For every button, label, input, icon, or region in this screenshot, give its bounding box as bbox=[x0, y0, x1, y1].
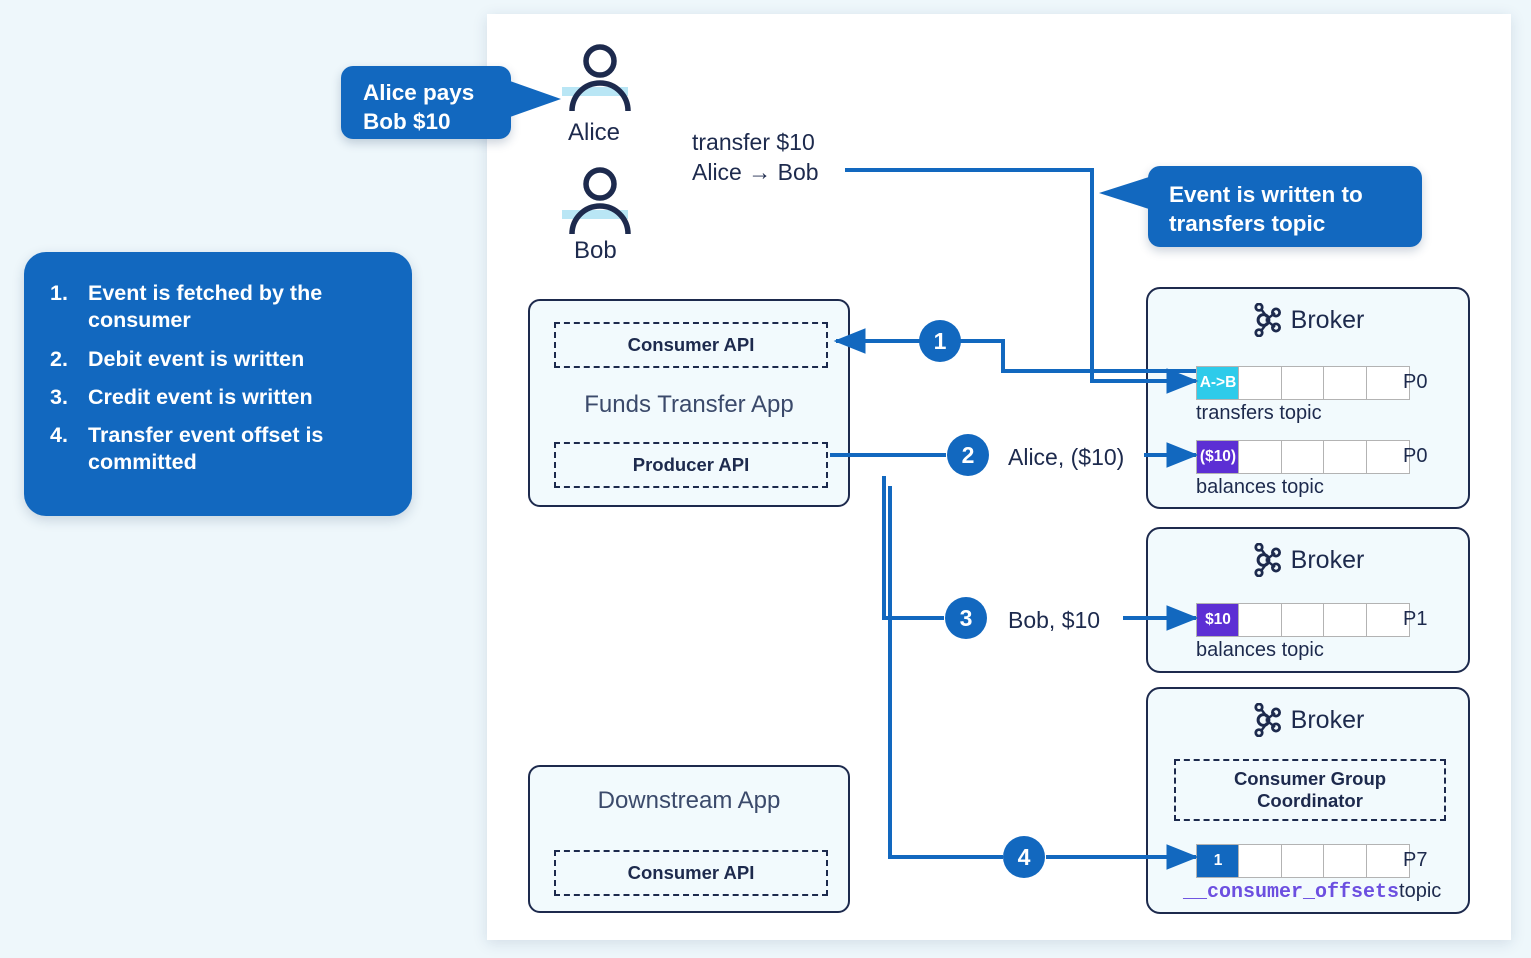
broker-header: Broker bbox=[1148, 303, 1468, 337]
step-number: 3. bbox=[50, 384, 68, 409]
person-label-alice: Alice bbox=[568, 119, 621, 146]
app-title: Downstream App bbox=[597, 787, 781, 814]
partition-cell: $10 bbox=[1196, 603, 1240, 637]
partition-balances-p1: $10 bbox=[1196, 603, 1410, 637]
partition-cell bbox=[1365, 440, 1410, 474]
list-item: 3. Credit event is written bbox=[50, 384, 382, 411]
list-item: 2. Debit event is written bbox=[50, 346, 382, 373]
partition-id: P1 bbox=[1403, 608, 1428, 630]
person-icon-alice bbox=[562, 41, 636, 113]
person-icon bbox=[569, 44, 631, 112]
partition-id: P7 bbox=[1403, 849, 1428, 871]
callout-alice-pays: Alice pays Bob $10 bbox=[341, 66, 561, 139]
broker-header: Broker bbox=[1148, 703, 1468, 737]
broker-label: Broker bbox=[1290, 705, 1365, 734]
consumer-group-coordinator-module: Consumer Group Coordinator bbox=[1174, 759, 1446, 821]
partition-cell: ($10) bbox=[1196, 440, 1240, 474]
person-highlight-bar bbox=[562, 210, 628, 219]
step-number: 1. bbox=[50, 281, 68, 305]
funds-transfer-app: Consumer API Funds Transfer App Producer… bbox=[528, 299, 850, 507]
broker-label: Broker bbox=[1290, 305, 1365, 334]
topic-label: balances topic bbox=[1196, 476, 1324, 498]
step-circle-3: 3 bbox=[945, 597, 987, 639]
partition-id: P0 bbox=[1403, 445, 1428, 467]
partition-cell bbox=[1280, 603, 1325, 637]
partition-cell bbox=[1238, 440, 1283, 474]
partition-cell: 1 bbox=[1196, 844, 1240, 878]
step-text: Transfer event offset is committed bbox=[88, 423, 324, 475]
person-icon bbox=[569, 167, 631, 235]
list-item: 1. Event is fetched by the consumer bbox=[50, 280, 382, 335]
step-circle-1: 1 bbox=[919, 320, 961, 362]
partition-cell bbox=[1238, 366, 1283, 400]
partition-cell bbox=[1280, 440, 1325, 474]
step-text: Event is fetched by the consumer bbox=[88, 281, 323, 333]
broker-label: Broker bbox=[1290, 545, 1365, 574]
partition-cell bbox=[1280, 366, 1325, 400]
person-highlight-bar bbox=[562, 87, 628, 96]
topic-label: balances topic bbox=[1196, 639, 1324, 661]
partition-cell bbox=[1323, 440, 1368, 474]
kafka-icon bbox=[1254, 303, 1281, 337]
person-label-bob: Bob bbox=[574, 237, 617, 264]
consumer-api-module: Consumer API bbox=[554, 850, 828, 896]
callout-event-written-text: Event is written to transfers topic bbox=[1169, 182, 1363, 236]
partition-cell bbox=[1323, 603, 1368, 637]
consumer-api-module: Consumer API bbox=[554, 322, 828, 368]
callout-tail-icon bbox=[1099, 177, 1149, 209]
step-text: Debit event is written bbox=[88, 346, 305, 371]
partition-cell bbox=[1365, 366, 1410, 400]
step-circle-2: 2 bbox=[947, 434, 989, 476]
partition-transfers-p0: A->B bbox=[1196, 366, 1410, 400]
downstream-app: Downstream App Consumer API bbox=[528, 765, 850, 913]
broker-box-3: Broker Consumer Group Coordinator 1 P7 _… bbox=[1146, 687, 1470, 914]
partition-cell bbox=[1238, 844, 1283, 878]
steps-legend: 1. Event is fetched by the consumer 2. D… bbox=[24, 252, 412, 516]
step-circle-4: 4 bbox=[1003, 836, 1045, 878]
partition-balances-p0: ($10) bbox=[1196, 440, 1410, 474]
topic-suffix: topic bbox=[1399, 880, 1442, 902]
producer-api-module: Producer API bbox=[554, 442, 828, 488]
callout-tail-icon bbox=[510, 81, 561, 117]
transfer-note: transfer $10 Alice → Bob bbox=[692, 129, 819, 185]
callout-event-written: Event is written to transfers topic bbox=[1099, 166, 1422, 247]
step-number: 2. bbox=[50, 346, 68, 371]
partition-cell bbox=[1238, 603, 1283, 637]
callout-alice-pays-text: Alice pays Bob $10 bbox=[363, 80, 475, 134]
edge-label-credit: Bob, $10 bbox=[1008, 607, 1101, 633]
kafka-icon bbox=[1254, 703, 1281, 737]
partition-cell bbox=[1280, 844, 1325, 878]
partition-cell bbox=[1365, 844, 1410, 878]
step-number: 4. bbox=[50, 423, 68, 448]
edge-label-debit: Alice, ($10) bbox=[1008, 444, 1125, 470]
partition-id: P0 bbox=[1403, 371, 1428, 393]
partition-cell bbox=[1323, 366, 1368, 400]
partition-consumer-offsets-p7: 1 bbox=[1196, 844, 1410, 878]
broker-header: Broker bbox=[1148, 543, 1468, 577]
partition-cell bbox=[1323, 844, 1368, 878]
broker-box-2: Broker $10 P1 balances topic bbox=[1146, 527, 1470, 673]
person-icon-bob bbox=[562, 164, 636, 236]
partition-cell bbox=[1365, 603, 1410, 637]
topic-label: transfers topic bbox=[1196, 402, 1322, 424]
partition-cell: A->B bbox=[1196, 366, 1240, 400]
list-item: 4. Transfer event offset is committed bbox=[50, 422, 382, 477]
app-title: Funds Transfer App bbox=[584, 391, 794, 418]
kafka-icon bbox=[1254, 543, 1281, 577]
topic-name-mono: __consumer_offsets bbox=[1183, 881, 1400, 904]
step-text: Credit event is written bbox=[88, 384, 313, 409]
topic-label: __consumer_offsetstopic bbox=[1183, 880, 1441, 904]
broker-box-1: Broker A->B P0 transfers topic ($10) P0 … bbox=[1146, 287, 1470, 509]
steps-legend-list: 1. Event is fetched by the consumer 2. D… bbox=[50, 280, 382, 477]
